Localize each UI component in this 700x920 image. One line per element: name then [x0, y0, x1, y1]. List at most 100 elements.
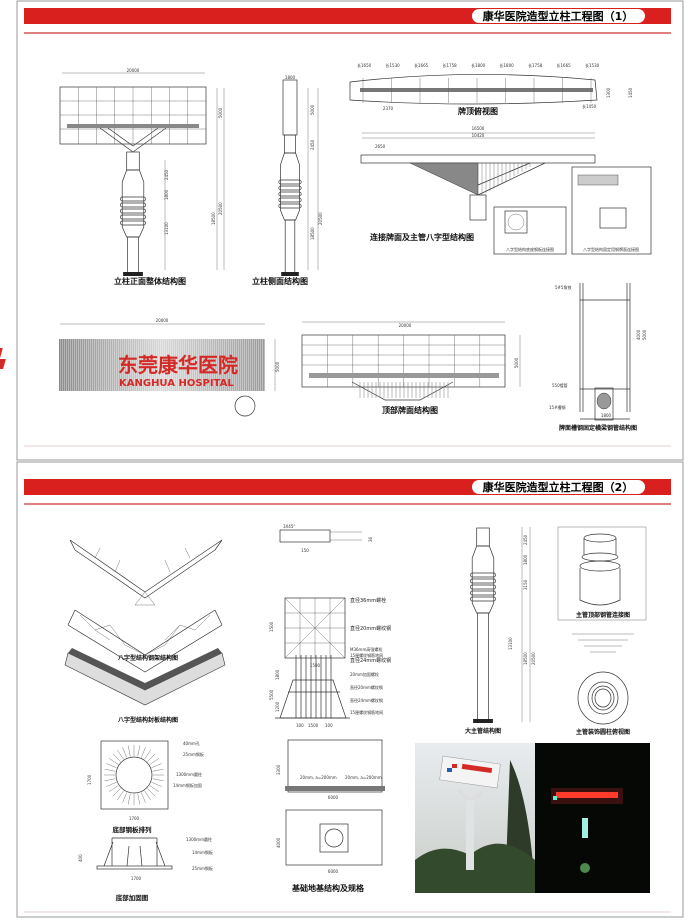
svg-text:18500: 18500 [523, 652, 528, 665]
plate-rib [122, 792, 127, 803]
plate-rib [152, 778, 164, 782]
segment-length-label: 长1665 [557, 62, 572, 68]
svg-text:1800: 1800 [275, 669, 280, 680]
plate-rib [104, 768, 116, 772]
plate-rib [104, 778, 116, 782]
plate-rib [137, 745, 141, 757]
svg-text:5000: 5000 [218, 107, 223, 118]
svg-text:直径20mm螺纹钢: 直径20mm螺纹钢 [350, 625, 391, 632]
segment-length-label: 长1800 [471, 62, 486, 68]
svg-text:3X45°: 3X45° [283, 524, 295, 529]
pole-ring [120, 196, 146, 202]
plate-rib [149, 758, 160, 765]
svg-text:15厘螺纹钢筋地网: 15厘螺纹钢筋地网 [350, 709, 383, 715]
base-plate-layout: 40mm孔 25mm钢板 1300mm圆柱 14mm钢板加固 1700 1700… [87, 740, 204, 834]
plate-rib [108, 758, 119, 765]
svg-text:20000: 20000 [127, 68, 140, 73]
svg-text:550镀管: 550镀管 [552, 382, 568, 388]
segment-length-label: 长1758 [528, 62, 543, 68]
pole-ring [120, 214, 146, 220]
sign-face-drawing: 20000 东莞康华医院 KANGHUA HOSPITAL 5000 [0, 318, 280, 417]
svg-text:10420: 10420 [472, 133, 485, 138]
base-reinforcement: 1300mm圆柱 14mm钢板 25mm钢板 400 1700 底部加固图 [78, 836, 213, 902]
pole-ring [278, 185, 302, 191]
base-plate-title: 底部钢板排列 [113, 825, 153, 834]
foundation-title: 基础地基结构及规格 [291, 883, 365, 893]
main-pipe-drawing: 2450 1800 3150 18500 20500 13100 大主管结构图 [465, 527, 536, 735]
svg-text:4000: 4000 [276, 837, 281, 848]
svg-text:1300mm圆柱: 1300mm圆柱 [186, 836, 212, 842]
sheet-1-title: 康华医院造型立柱工程图（1） [483, 9, 634, 23]
base-reinforcement-title: 底部加固图 [116, 893, 149, 902]
top-view-title: 牌顶俯视图 [458, 106, 498, 116]
v-cover-drawing: 八字型结构封板结构图 [64, 648, 226, 724]
pole-ring [278, 197, 302, 203]
top-structure-title: 顶部牌面结构图 [382, 405, 438, 415]
pole-ring [278, 179, 302, 185]
v-cover-title: 八字型结构封板结构图 [117, 716, 178, 724]
svg-text:1700: 1700 [129, 816, 140, 821]
svg-text:36: 36 [368, 536, 373, 542]
pole-base [281, 272, 299, 276]
beam-drawing: 5#5角铁 550镀管 15#槽钢 1800 4000 5000 牌面槽钢固定横… [549, 283, 647, 432]
bolt-detail: 3X45° 150 36 [279, 524, 373, 553]
pole-ring [278, 191, 302, 197]
anchor-cage: M36mm高强螺栓 15厘螺纹钢筋地网 20mm加固螺栓 直径20mm螺纹钢 直… [269, 646, 383, 728]
svg-text:直径24mm螺纹钢: 直径24mm螺纹钢 [350, 697, 383, 703]
svg-text:1500: 1500 [308, 723, 319, 728]
svg-text:2450: 2450 [523, 534, 528, 545]
svg-text:150: 150 [301, 548, 309, 553]
svg-text:八字型结构底座钢板连接图: 八字型结构底座钢板连接图 [506, 246, 554, 252]
svg-text:直径20mm螺纹钢: 直径20mm螺纹钢 [350, 684, 383, 690]
svg-text:5#5角铁: 5#5角铁 [555, 284, 571, 290]
svg-text:20500: 20500 [218, 202, 223, 215]
svg-text:18500: 18500 [310, 227, 315, 240]
svg-text:5000: 5000 [310, 104, 315, 115]
svg-text:20500: 20500 [531, 652, 536, 665]
svg-text:14mm钢板加固: 14mm钢板加固 [173, 782, 202, 788]
sign-english-name: KANGHUA HOSPITAL [119, 378, 234, 389]
plate-rib [106, 763, 117, 768]
pole-ring [470, 590, 496, 596]
svg-text:100: 100 [325, 723, 333, 728]
svg-text:1800: 1800 [164, 189, 169, 200]
side-elevation-title: 立柱侧面结构图 [252, 276, 308, 286]
segment-length-label: 长1758 [443, 62, 458, 68]
svg-text:直径36mm螺栓: 直径36mm螺栓 [350, 597, 386, 604]
svg-text:5000: 5000 [642, 329, 647, 340]
installed-sign-photo [415, 743, 650, 893]
plate-rib [117, 790, 124, 801]
pipe-top-connection: 主管顶部钢管连接图 [557, 526, 647, 621]
plate-rib [147, 753, 156, 762]
pole-ring [470, 572, 496, 578]
svg-text:20500: 20500 [318, 212, 323, 225]
svg-text:2370: 2370 [383, 106, 394, 111]
plate-rib [147, 788, 156, 797]
pole-ring [470, 596, 496, 602]
svg-text:直径24mm螺纹钢: 直径24mm螺纹钢 [350, 657, 391, 664]
svg-text:13100: 13100 [164, 222, 169, 235]
plate-rib [112, 788, 121, 797]
svg-text:1300: 1300 [606, 87, 611, 98]
svg-text:1800: 1800 [285, 75, 296, 80]
svg-text:20mm加固螺栓: 20mm加固螺栓 [350, 671, 379, 677]
plate-rib [127, 745, 131, 757]
plate-rib [149, 785, 160, 792]
svg-text:3150: 3150 [523, 579, 528, 590]
foundation-drawing: 20mm, a=200mm 20mm, a=200mm 3300 6000 40… [276, 739, 385, 893]
pole-base [473, 719, 493, 723]
main-pipe-title: 大主管结构图 [465, 727, 501, 735]
svg-text:20000: 20000 [399, 323, 412, 328]
front-elevation-title: 立柱正面整体结构图 [114, 276, 186, 286]
svg-text:25mm钢板: 25mm钢板 [183, 751, 204, 757]
plate-rib [144, 790, 151, 801]
svg-text:2450: 2450 [164, 169, 169, 180]
hospital-logo [0, 348, 6, 369]
svg-text:400: 400 [78, 854, 83, 862]
sheet-1-header: 康华医院造型立柱工程图（1） [24, 8, 671, 447]
segment-length-label: 长1665 [414, 62, 429, 68]
pole-ring [278, 203, 302, 209]
side-elevation-drawing: 1800 5000 2450 18500 20500 立柱侧面结构图 [252, 75, 323, 286]
segment-length-label: 长1800 [500, 62, 515, 68]
svg-text:4000: 4000 [636, 329, 641, 340]
